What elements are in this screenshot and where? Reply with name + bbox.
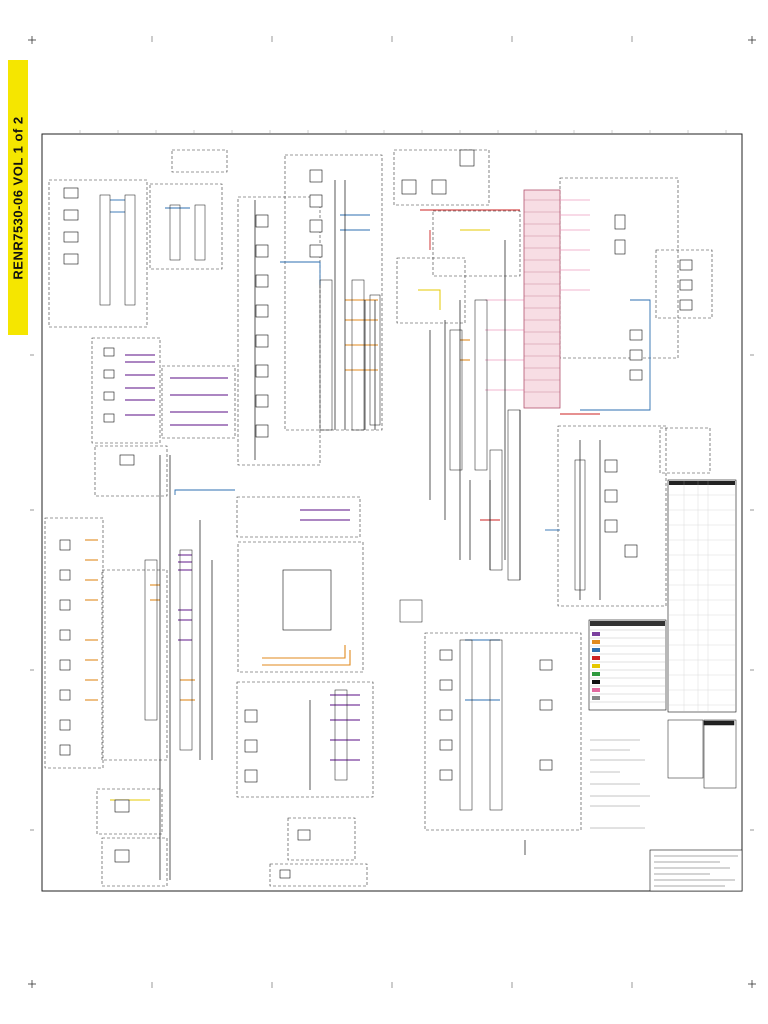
orange-wires: [85, 299, 470, 701]
black-wires: [159, 180, 601, 880]
notes-lines: [590, 739, 650, 829]
crop-marks: [28, 36, 756, 988]
pink-wires: [485, 199, 590, 391]
drawing-border: [41, 133, 743, 892]
blue-wires: [110, 199, 651, 701]
title-block: [649, 849, 743, 892]
document-side-tab: RENR7530-06 VOL 1 of 2: [8, 60, 28, 335]
zone-ticks: [79, 130, 727, 134]
edge-ticks: [30, 36, 754, 988]
module-boxes: [44, 149, 713, 887]
components: [59, 149, 693, 879]
component-location-chart: [667, 479, 737, 713]
red-wires: [420, 209, 600, 521]
ecm-block: [523, 189, 561, 409]
legend-table: [588, 619, 667, 711]
ecm-pins: [524, 199, 560, 393]
yellow-wires: [110, 229, 490, 801]
connector-blocks: [99, 194, 586, 811]
symbol-keys: [399, 599, 737, 789]
